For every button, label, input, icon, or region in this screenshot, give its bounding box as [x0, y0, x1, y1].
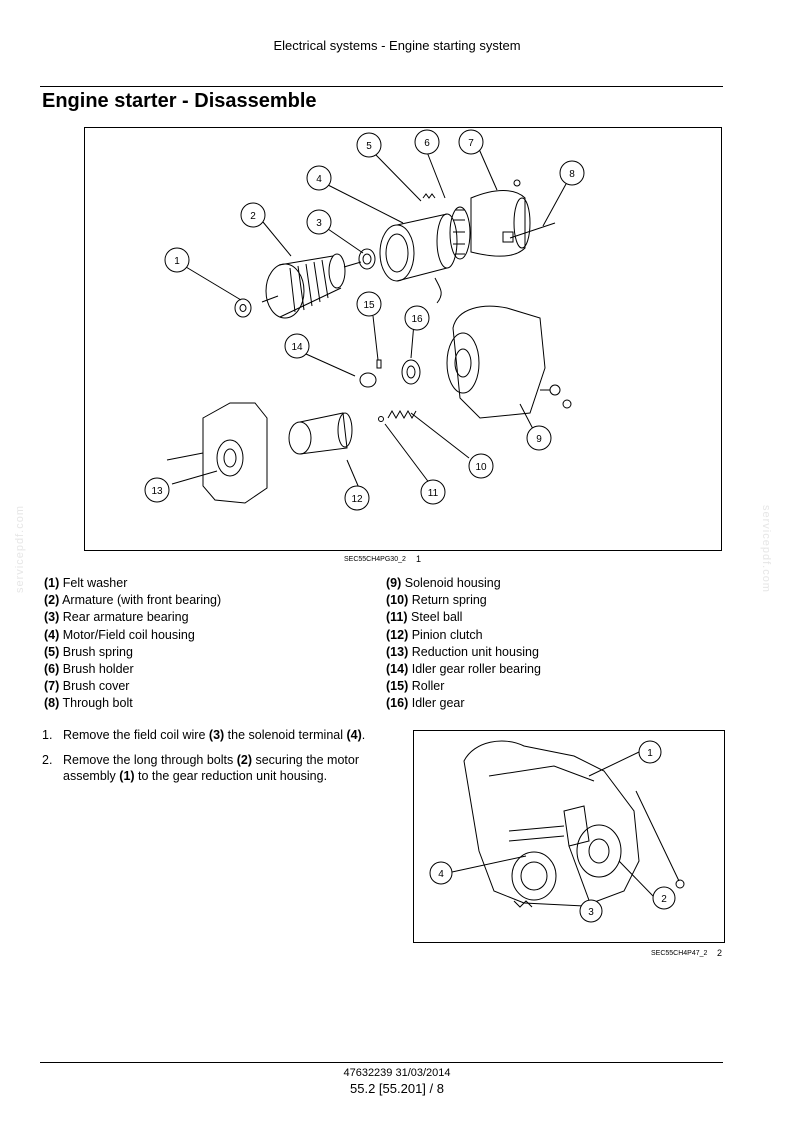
legend-item: (15) Roller — [386, 679, 445, 694]
legend-item: (2) Armature (with front bearing) — [44, 593, 222, 608]
page-title: Engine starter - Disassemble — [42, 90, 317, 112]
callout-7: 7 — [468, 138, 474, 149]
watermark-left: servicepdf.com — [14, 505, 26, 593]
fig2-callout-2: 2 — [661, 894, 667, 905]
callout-2: 2 — [250, 211, 256, 222]
step-2: 2. Remove the long through bolts (2) sec… — [42, 752, 359, 784]
step-1: 1. Remove the field coil wire (3) the so… — [42, 728, 366, 742]
starter-assembly-drawing: 1 2 3 4 — [429, 740, 685, 923]
exploded-view-drawing: 1 2 3 4 5 6 7 8 9 10 11 12 13 14 15 16 — [144, 129, 585, 511]
callout-6: 6 — [424, 138, 430, 149]
header-rule — [40, 86, 723, 87]
legend-item: (14) Idler gear roller bearing — [386, 662, 541, 677]
exploded-view-figure: 1 2 3 4 5 6 7 8 9 10 11 12 13 14 15 16 — [84, 127, 722, 551]
callout-16: 16 — [411, 314, 423, 325]
callout-10: 10 — [475, 462, 487, 473]
fig2-callout-1: 1 — [647, 748, 653, 759]
legend-right: (9) Solenoid housing (10) Return spring … — [386, 575, 716, 713]
figure-2-number: 2 — [717, 948, 723, 958]
figure-2-id: SEC55CH4P47_2 — [651, 950, 708, 957]
legend-item: (12) Pinion clutch — [386, 627, 483, 642]
callout-14: 14 — [291, 342, 303, 353]
legend-item: (6) Brush holder — [44, 662, 134, 677]
fig2-callout-4: 4 — [438, 869, 444, 880]
legend-left: (1) Felt washer (2) Armature (with front… — [44, 575, 374, 713]
legend-item: (16) Idler gear — [386, 696, 465, 711]
callout-5: 5 — [366, 141, 372, 152]
running-header: Electrical systems - Engine starting sys… — [273, 38, 521, 53]
starter-assembly-figure: 1 2 3 4 — [413, 730, 725, 943]
footer-doc-ref: 47632239 31/03/2014 — [343, 1067, 451, 1079]
callout-3: 3 — [316, 218, 322, 229]
callout-4: 4 — [316, 174, 322, 185]
callout-1: 1 — [174, 256, 180, 267]
figure-1-number: 1 — [416, 554, 422, 564]
callout-15: 15 — [363, 300, 375, 311]
legend-item: (3) Rear armature bearing — [44, 610, 189, 625]
legend-item: (7) Brush cover — [44, 679, 130, 694]
callout-13: 13 — [151, 486, 163, 497]
legend-item: (10) Return spring — [386, 593, 487, 608]
callout-9: 9 — [536, 434, 542, 445]
legend-item: (9) Solenoid housing — [386, 576, 501, 590]
legend-item: (5) Brush spring — [44, 644, 133, 659]
legend-item: (1) Felt washer — [44, 576, 128, 590]
callout-12: 12 — [351, 494, 363, 505]
legend-item: (8) Through bolt — [44, 696, 133, 711]
fig2-callout-3: 3 — [588, 907, 594, 918]
legend-item: (11) Steel ball — [386, 610, 463, 625]
footer-page-ref: 55.2 [55.201] / 8 — [350, 1081, 444, 1096]
legend-item: (13) Reduction unit housing — [386, 644, 539, 659]
figure-1-id: SEC55CH4PG30_2 — [344, 556, 406, 563]
watermark-right: servicepdf.com — [760, 505, 772, 593]
callout-11: 11 — [428, 488, 439, 499]
footer-rule — [40, 1062, 723, 1063]
procedure-steps: 1. Remove the field coil wire (3) the so… — [42, 727, 392, 793]
callout-8: 8 — [569, 169, 575, 180]
legend-item: (4) Motor/Field coil housing — [44, 627, 195, 642]
